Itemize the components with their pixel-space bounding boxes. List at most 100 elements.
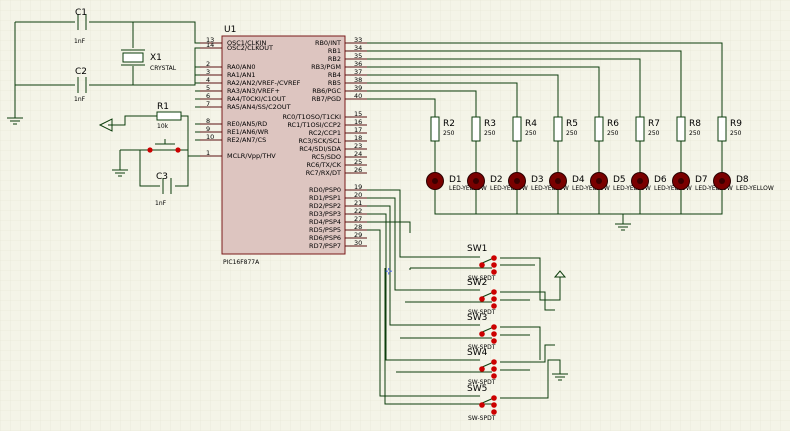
power-symbols xyxy=(98,118,567,278)
switch-contact xyxy=(491,296,497,302)
crystal-ref-label: X1 xyxy=(150,53,162,63)
led-type-label: LED-YELLOW xyxy=(695,185,733,192)
mcu-pin-number: 22 xyxy=(354,207,362,215)
capacitor-symbols xyxy=(77,14,172,194)
mcu-pin-name: RD2/PSP2 xyxy=(309,202,341,210)
mcu-pin-number: 9 xyxy=(206,125,210,133)
mcu-pin-name: RB4 xyxy=(328,71,341,79)
led-ref-label: D2 xyxy=(490,175,503,185)
led-center xyxy=(514,178,520,184)
resistor-value-label: 250 xyxy=(648,130,660,137)
mcu-pin-name: RC5/SDO xyxy=(312,153,341,161)
switch-contact xyxy=(479,331,485,337)
capacitor-value-label: 1nF xyxy=(155,200,167,207)
mcu-pin-number: 10 xyxy=(206,133,214,141)
switch-type-label: SW-SPDT xyxy=(468,379,496,386)
mcu-pin-name: OSC2/CLKOUT xyxy=(227,44,273,52)
mcu-part-label: PIC16F877A xyxy=(223,259,260,266)
mcu-pin-name: RB3/PGM xyxy=(311,63,341,71)
mcu-pin-number: 5 xyxy=(206,84,210,92)
r1-ref-label: R1 xyxy=(157,102,169,112)
switch-ref-label: SW4 xyxy=(467,348,488,358)
resistor-body xyxy=(717,116,727,142)
mcu-pin-name: RC7/RX/DT xyxy=(306,169,341,177)
mcu-pin-name: RE1/AN6/WR xyxy=(227,128,269,136)
mcu-pin-number: 18 xyxy=(354,134,362,142)
mcu-pin-number: 20 xyxy=(354,191,362,199)
mcu-pin-number: 37 xyxy=(354,68,362,76)
switch-ref-label: SW1 xyxy=(467,244,487,254)
mcu-chip-body xyxy=(221,35,346,255)
switch-contact xyxy=(491,338,497,344)
led-ref-label: D3 xyxy=(531,175,544,185)
resistor-body xyxy=(512,116,522,142)
mcu-pin-name: RB6/PGC xyxy=(312,87,341,95)
mcu-pin-number: 3 xyxy=(206,68,210,76)
resistor-ref-label: R3 xyxy=(484,119,496,129)
switch-ref-label: SW2 xyxy=(467,278,487,288)
capacitor-value-label: 1nF xyxy=(74,96,86,103)
led-type-label: LED-YELLOW xyxy=(572,185,610,192)
mcu-pin-number: 6 xyxy=(206,92,210,100)
led-ref-label: D4 xyxy=(572,175,585,185)
resistor-ref-label: R9 xyxy=(730,119,742,129)
capacitor-ref-label: C3 xyxy=(156,172,168,182)
crystal-value-label: CRYSTAL xyxy=(150,65,177,72)
mcu-pin-number: 40 xyxy=(354,92,362,100)
mcu-pin-number: 1 xyxy=(206,149,210,157)
resistor-body xyxy=(594,116,604,142)
switch-contact xyxy=(491,366,497,372)
mcu-pin-name: RD0/PSP0 xyxy=(309,186,341,194)
switch-contact xyxy=(491,269,497,275)
mcu-pin-name: RD1/PSP1 xyxy=(309,194,341,202)
mcu-pin-name: RA5/AN4/SS/C2OUT xyxy=(227,103,291,111)
reset-pushbutton[interactable] xyxy=(147,139,181,153)
mcu-pin-number: 25 xyxy=(354,158,362,166)
capacitor-ref-label: C1 xyxy=(75,8,87,18)
mcu-pin-number: 17 xyxy=(354,126,362,134)
switch-contact xyxy=(479,366,485,372)
switch-contact xyxy=(491,331,497,337)
capacitor-value-label: 1nF xyxy=(74,38,86,45)
mcu-pin-name: RC6/TX/CK xyxy=(307,161,342,169)
resistor-ref-label: R8 xyxy=(689,119,701,129)
switch-contact xyxy=(491,402,497,408)
mcu-pin-name: OSC1/CLKIN xyxy=(227,39,266,47)
mcu-pin-number: 39 xyxy=(354,84,362,92)
switch-contact xyxy=(491,359,497,365)
resistor-body xyxy=(430,116,440,142)
r1-value-label: 10k xyxy=(157,123,169,130)
led-ref-label: D6 xyxy=(654,175,667,185)
mcu-pin-number: 28 xyxy=(354,223,362,231)
mcu-pin-name: MCLR/Vpp/THV xyxy=(227,152,276,160)
switch-contact xyxy=(491,255,497,261)
switch-contact xyxy=(479,402,485,408)
switch-contact xyxy=(491,262,497,268)
mcu-pin-name: RB1 xyxy=(328,47,341,55)
mcu-pin-number: 16 xyxy=(354,118,362,126)
switch-type-label: SW-SPDT xyxy=(468,415,496,422)
resistor-value-label: 250 xyxy=(484,130,496,137)
mcu-pin-name: RB0/INT xyxy=(315,39,341,47)
resistor-value-label: 250 xyxy=(443,130,455,137)
switch-contact xyxy=(491,373,497,379)
mcu-pin-number: 34 xyxy=(354,44,362,52)
switch-type-label: SW-SPDT xyxy=(468,309,496,316)
mcu-pin-number: 24 xyxy=(354,150,362,158)
mcu-pin-number: 2 xyxy=(206,60,210,68)
mcu-pin-number: 29 xyxy=(354,231,362,239)
mcu-pin-name: RE2/AN7/CS xyxy=(227,136,266,144)
mcu-pin-number: 19 xyxy=(354,183,362,191)
mcu-ref-label: U1 xyxy=(224,25,236,35)
crystal-symbol xyxy=(121,49,145,66)
mcu-pin-number: 33 xyxy=(354,36,362,44)
mcu-pin-name: RB5 xyxy=(328,79,341,87)
led-center xyxy=(596,178,602,184)
led-type-label: LED-YELLOW xyxy=(613,185,651,192)
